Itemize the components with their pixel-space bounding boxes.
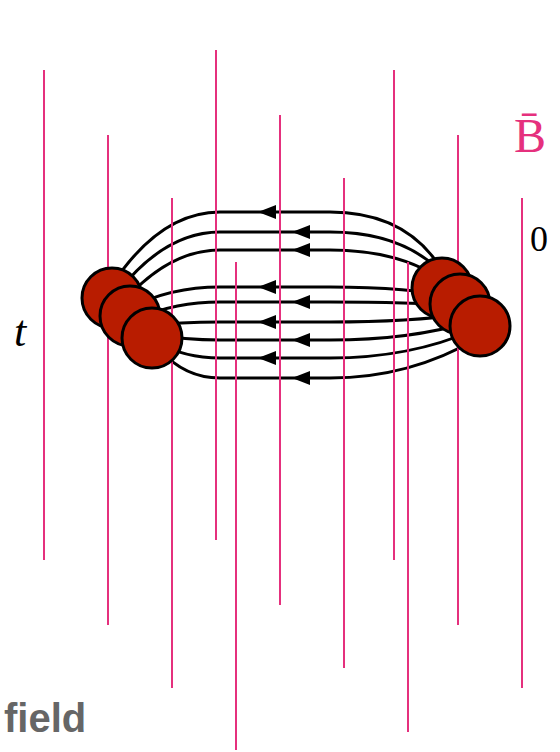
field-line <box>343 178 345 668</box>
flux-arrows <box>258 205 310 385</box>
arrowhead <box>258 205 276 219</box>
time-label: t <box>14 306 26 357</box>
antiquark <box>450 296 510 356</box>
field-line <box>215 50 217 540</box>
field-line <box>393 70 395 560</box>
field-line <box>171 198 173 688</box>
arrowhead <box>258 280 276 294</box>
field-line <box>279 115 281 605</box>
flux-line <box>145 314 466 326</box>
quark <box>122 308 182 368</box>
field-line <box>457 135 459 625</box>
arrowhead <box>292 243 310 257</box>
field-symbol: B̄ <box>514 108 546 163</box>
field-line <box>43 70 45 560</box>
arrowhead <box>258 351 276 365</box>
arrowhead <box>292 225 310 239</box>
arrowhead <box>292 295 310 309</box>
quark-clusters <box>82 258 510 368</box>
time-label: 0 <box>530 218 548 260</box>
field-line <box>107 135 109 625</box>
arrowhead <box>292 371 310 385</box>
caption-word: field <box>4 696 86 741</box>
arrowhead <box>292 333 310 347</box>
arrowhead <box>258 315 276 329</box>
flux-line <box>160 338 478 378</box>
flux-lines <box>112 212 478 378</box>
flux-line <box>118 232 450 292</box>
field-line <box>407 262 409 732</box>
field-line <box>235 262 237 750</box>
field-line <box>521 198 523 688</box>
magnetic-field-lines <box>44 50 522 750</box>
flux-line <box>155 330 474 358</box>
